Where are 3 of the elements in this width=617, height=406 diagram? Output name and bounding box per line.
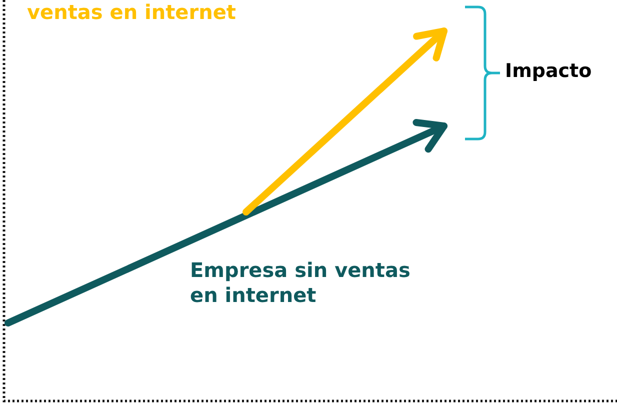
line-label: Empresa sin ventas en internet: [190, 258, 412, 308]
line-label: ventas en internet: [27, 0, 237, 25]
bracket-label: Impacto: [505, 60, 593, 84]
